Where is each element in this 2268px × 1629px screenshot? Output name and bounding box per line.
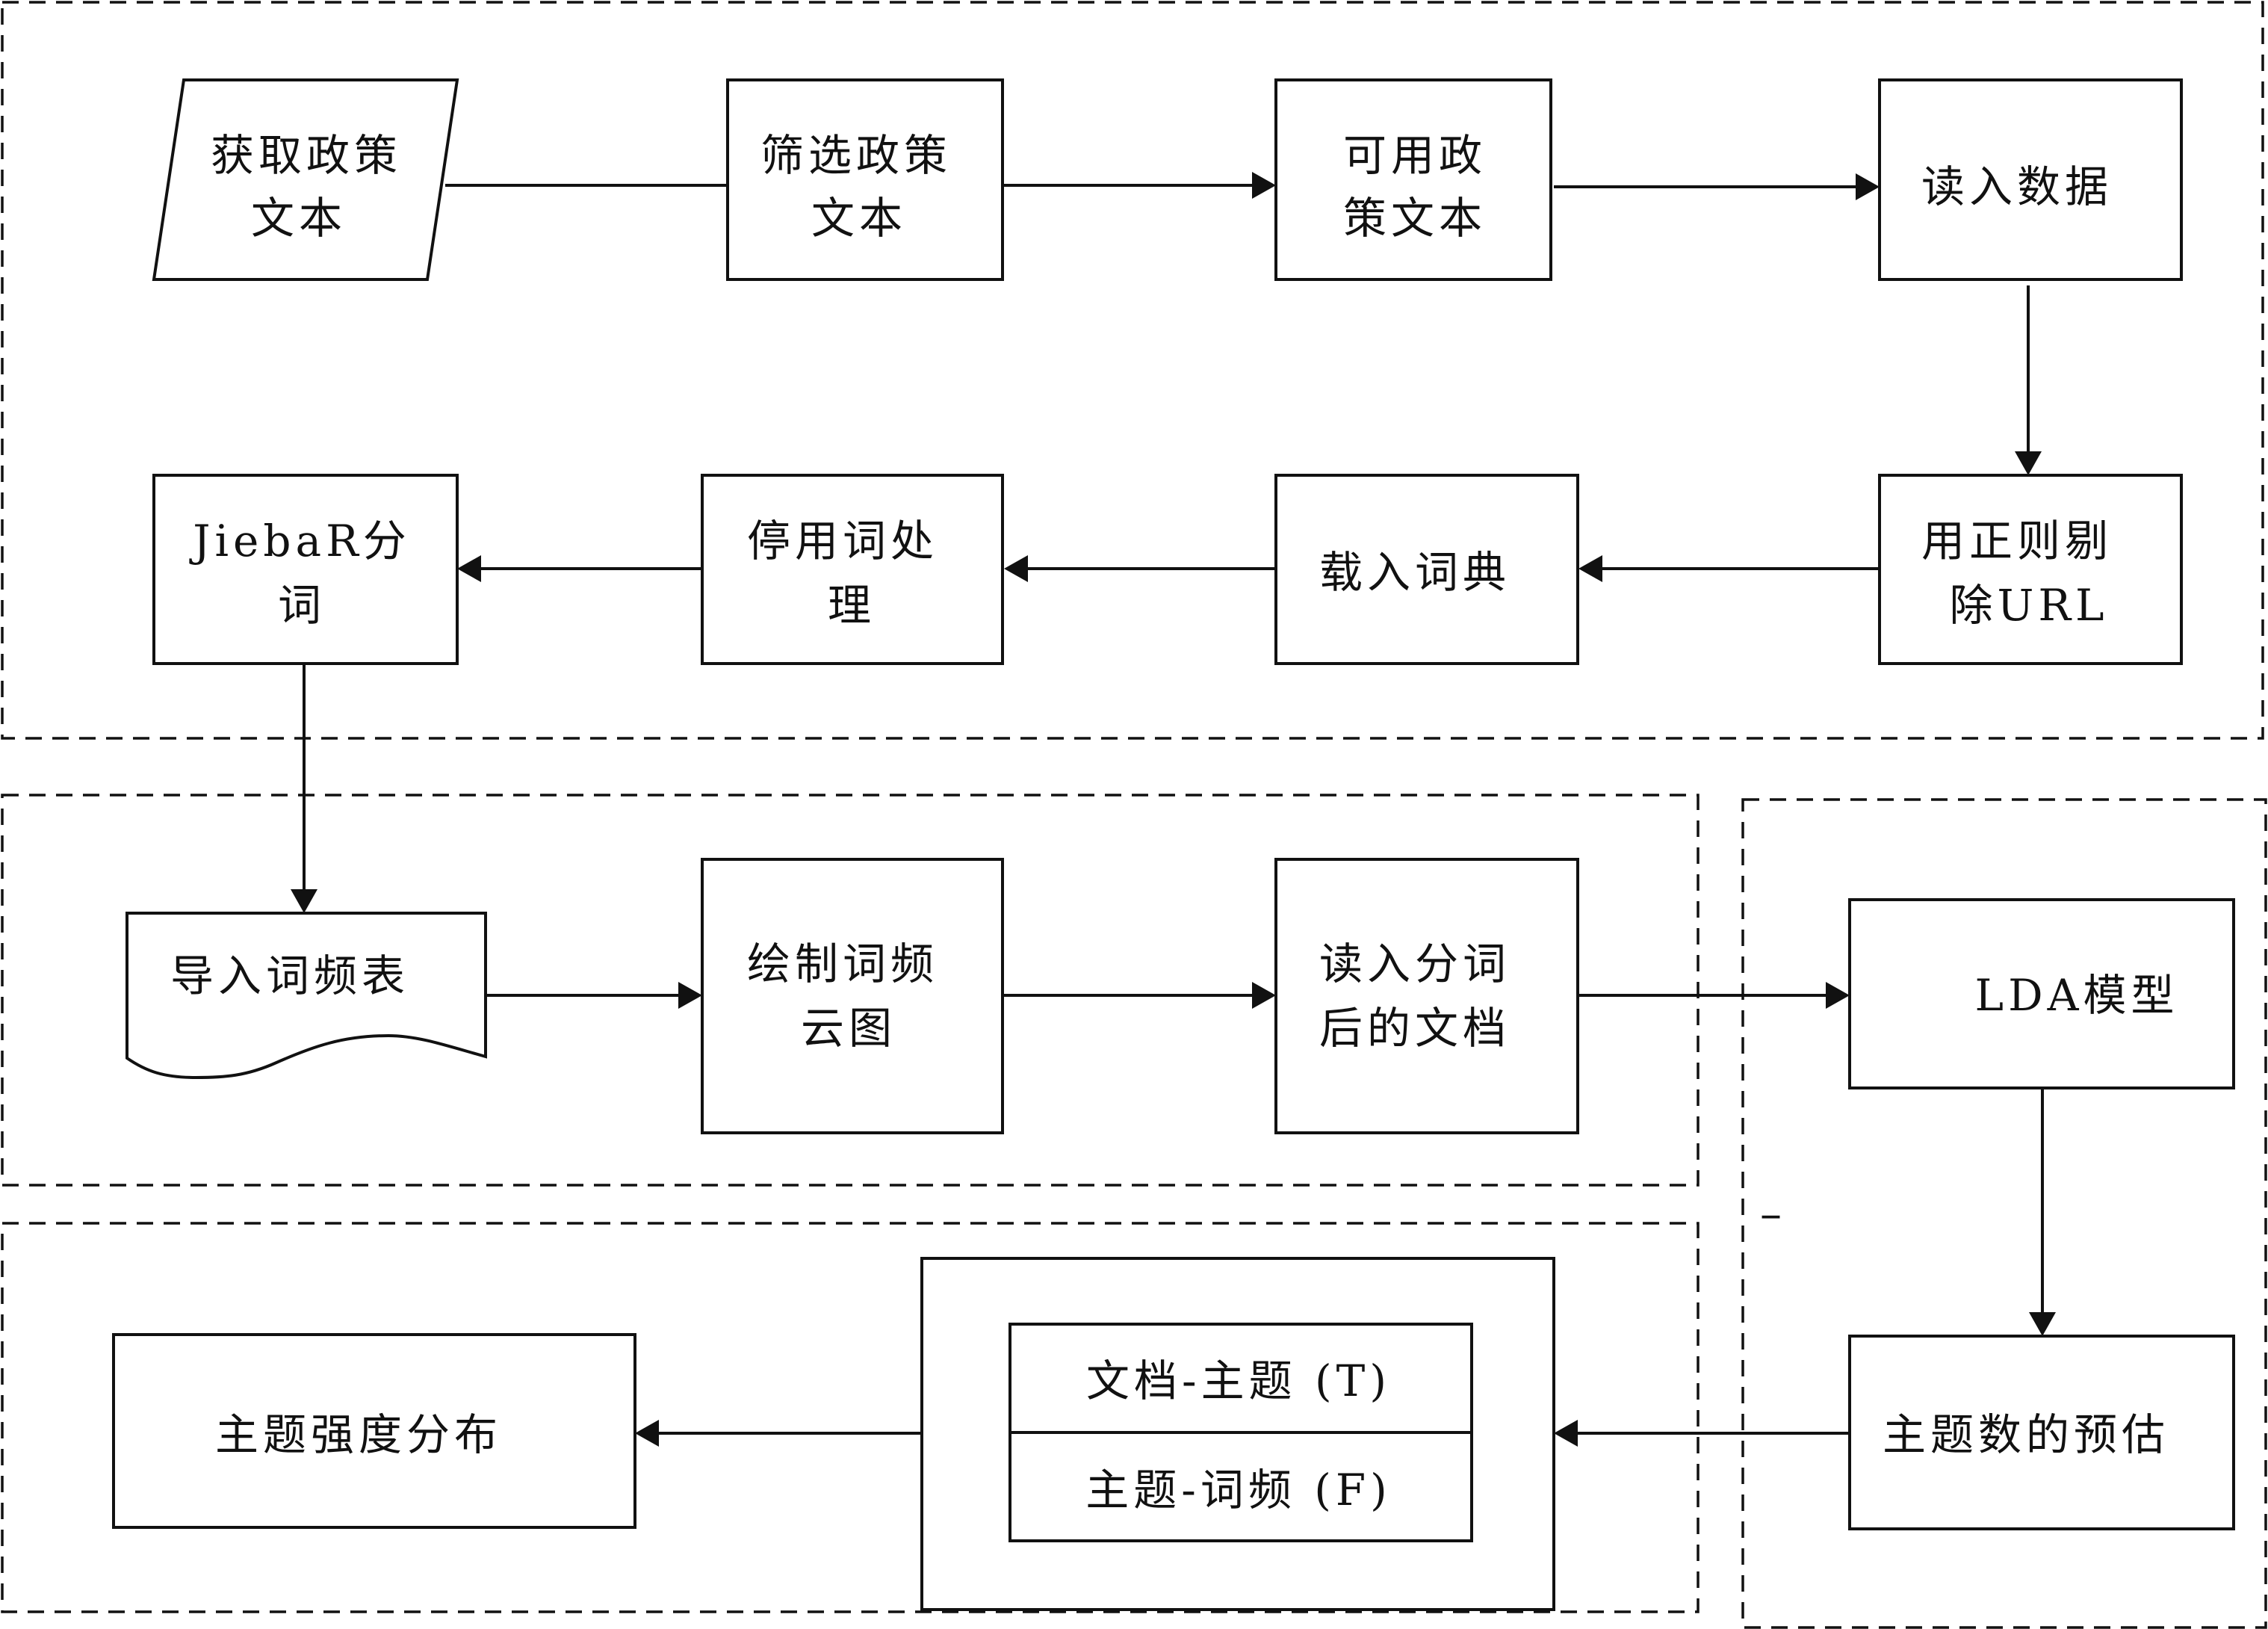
edge-matrix-to-strength-head bbox=[635, 1420, 659, 1447]
edge-read-to-url-head bbox=[2015, 451, 2042, 475]
node-stopword-processing-line2: 理 bbox=[828, 580, 876, 631]
node-lda-model: LDA模型 bbox=[1848, 898, 2235, 1089]
group-lda bbox=[1741, 798, 2267, 1629]
node-read-segmented-docs-line1: 读入分词 bbox=[1319, 939, 1511, 989]
edge-lda-to-estimate-head bbox=[2029, 1312, 2056, 1336]
edges bbox=[291, 172, 2056, 1447]
node-draw-wordcloud-line2: 云图 bbox=[801, 1003, 896, 1054]
node-stopword-processing-line1: 停用词处 bbox=[747, 516, 938, 566]
node-topic-count-estimate-label: 主题数的预估 bbox=[1883, 1409, 2169, 1460]
node-usable-policy-text: 可用政 策文本 bbox=[1274, 78, 1552, 281]
edge-dict-to-stop-head bbox=[1004, 555, 1028, 582]
node-read-data-label: 读入数据 bbox=[1921, 161, 2113, 212]
edge-docs-to-lda-head bbox=[1826, 982, 1850, 1009]
node-filter-policy-text: 筛选政策 文本 bbox=[726, 78, 1004, 281]
group-wordcloud bbox=[1, 794, 1700, 1187]
node-usable-policy-text-line1: 可用政 bbox=[1343, 130, 1487, 181]
node-remove-url: 用正则剔 除URL bbox=[1878, 474, 2183, 665]
node-topic-word-label: 主题-词频 (F) bbox=[1085, 1465, 1392, 1515]
node-jiebar-segmentation: JiebaR分 词 bbox=[152, 474, 459, 665]
node-load-dictionary: 载入词典 bbox=[1274, 474, 1579, 665]
edge-usable-to-read-head bbox=[1856, 173, 1880, 200]
edge-estimate-to-matrix-head bbox=[1554, 1420, 1578, 1447]
node-get-policy-text: 获取政策 文本 bbox=[152, 78, 459, 281]
node-topic-strength-distribution-label: 主题强度分布 bbox=[215, 1409, 502, 1460]
node-topic-count-estimate: 主题数的预估 bbox=[1848, 1335, 2235, 1530]
node-usable-policy-text-line2: 策文本 bbox=[1343, 193, 1487, 244]
edge-jieba-to-freq-head bbox=[291, 889, 317, 913]
node-import-word-frequency: 导入词频表 bbox=[126, 912, 487, 1080]
node-draw-wordcloud-line1: 绘制词频 bbox=[747, 939, 938, 989]
node-jiebar-segmentation-line1: JiebaR分 bbox=[189, 516, 411, 566]
edge-filter-to-usable-head bbox=[1252, 172, 1276, 199]
node-get-policy-text-line2: 文本 bbox=[251, 193, 347, 244]
node-remove-url-line2: 除URL bbox=[1949, 580, 2108, 631]
node-lda-model-label: LDA模型 bbox=[1975, 970, 2179, 1021]
node-jiebar-segmentation-line2: 词 bbox=[278, 580, 326, 631]
node-draw-wordcloud: 绘制词频 云图 bbox=[701, 858, 1004, 1134]
node-stopword-processing: 停用词处 理 bbox=[701, 474, 1004, 665]
edge-freq-to-cloud-head bbox=[678, 982, 702, 1009]
node-load-dictionary-label: 载入词典 bbox=[1319, 547, 1511, 598]
node-get-policy-text-line1: 获取政策 bbox=[211, 130, 402, 181]
node-import-word-frequency-label: 导入词频表 bbox=[170, 950, 409, 1001]
edge-stop-to-jieba-head bbox=[457, 555, 481, 582]
group-preprocessing bbox=[1, 1, 2264, 740]
node-read-segmented-docs-line2: 后的文档 bbox=[1319, 1003, 1511, 1054]
edge-url-to-dict-head bbox=[1578, 555, 1602, 582]
group-topic-output bbox=[1, 1222, 1700, 1613]
edge-cloud-to-docs-head bbox=[1252, 982, 1276, 1009]
node-remove-url-line1: 用正则剔 bbox=[1921, 516, 2113, 566]
node-filter-policy-text-line1: 筛选政策 bbox=[760, 130, 952, 181]
node-topic-strength-distribution: 主题强度分布 bbox=[112, 1333, 636, 1529]
node-doc-topic-label: 文档-主题 (T) bbox=[1086, 1356, 1391, 1406]
stray-dash-mark: – bbox=[1760, 1188, 1786, 1239]
node-topic-matrices: 文档-主题 (T) 主题-词频 (F) bbox=[920, 1257, 1555, 1611]
node-read-segmented-docs: 读入分词 后的文档 bbox=[1274, 858, 1579, 1134]
node-read-data: 读入数据 bbox=[1878, 78, 2183, 281]
node-filter-policy-text-line2: 文本 bbox=[811, 193, 907, 244]
